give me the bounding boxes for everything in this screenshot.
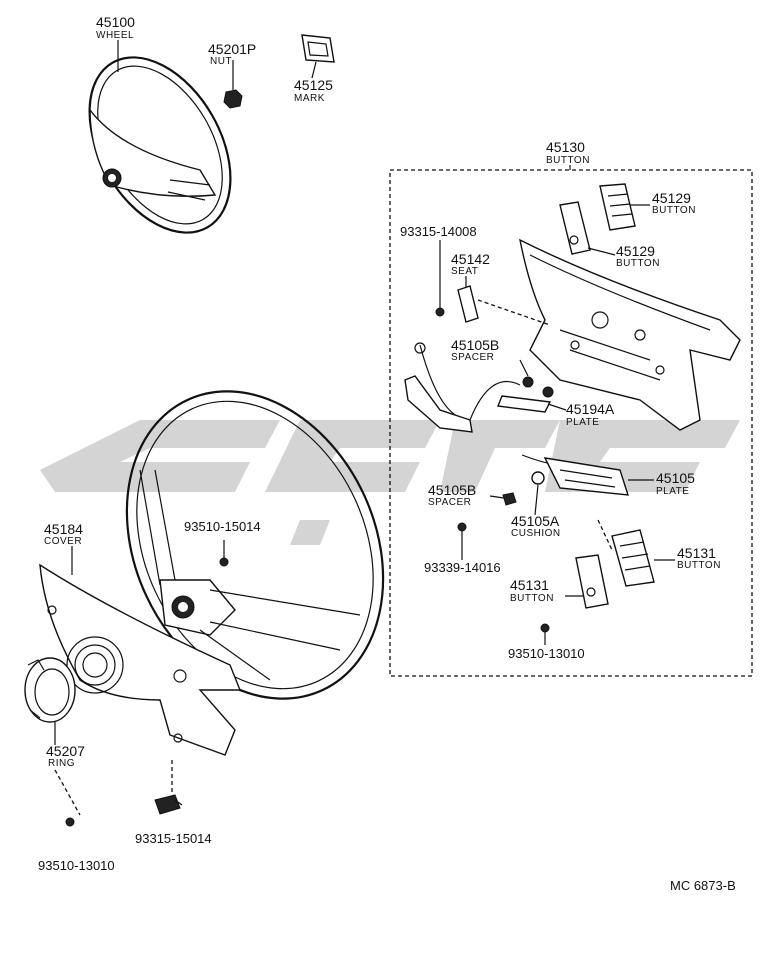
ring-name: RING xyxy=(48,758,75,769)
button-45129-parts xyxy=(559,183,636,256)
spacer-top-name: SPACER xyxy=(451,352,494,363)
cover-part xyxy=(39,563,242,756)
steering-wheel-part xyxy=(125,390,385,700)
cushion-name: CUSHION xyxy=(511,528,561,539)
mark-name: MARK xyxy=(294,93,325,104)
button-45131-a-name: BUTTON xyxy=(677,560,721,571)
screw-93315-15014-label: 93315-15014 xyxy=(135,831,212,846)
button-45129-b-number: 45129 xyxy=(616,243,655,259)
seat-name: SEAT xyxy=(451,266,478,277)
plate-a-number: 45194A xyxy=(566,401,615,417)
spacer-top-number: 45105B xyxy=(451,337,499,353)
nut-part xyxy=(223,60,243,109)
button-45129-a-number: 45129 xyxy=(652,190,691,206)
screw-93510-15014-label: 93510-15014 xyxy=(184,519,261,534)
cushion-number: 45105A xyxy=(511,513,560,529)
wire-harness-part xyxy=(404,342,554,433)
plate-a-name: PLATE xyxy=(566,417,599,428)
ring-number: 45207 xyxy=(46,743,85,759)
spacer-bottom-name: SPACER xyxy=(428,497,471,508)
screw-93510-13010-left-label: 93510-13010 xyxy=(38,858,115,873)
cover-name: COVER xyxy=(44,536,82,547)
nut-number: 45201P xyxy=(208,41,256,57)
mark-part xyxy=(301,34,335,63)
button-45131-a-number: 45131 xyxy=(677,545,716,561)
screw-93339-14016-label: 93339-14016 xyxy=(424,560,501,575)
button-45129-a-name: BUTTON xyxy=(652,205,696,216)
leader-lines xyxy=(71,40,675,597)
button-45129-b-name: BUTTON xyxy=(616,258,660,269)
plate-name: PLATE xyxy=(656,486,689,497)
button-assembly-box xyxy=(389,165,753,677)
lower-screws xyxy=(54,540,229,827)
button-45131-parts xyxy=(540,519,655,645)
cushion-spacer-parts xyxy=(457,471,545,560)
ring-part xyxy=(24,657,76,745)
wheel-upper-name: WHEEL xyxy=(96,30,134,41)
button-45131-b-number: 45131 xyxy=(510,577,549,593)
horn-pad-part xyxy=(519,238,741,431)
plate-part xyxy=(521,454,629,496)
button-45131-b-name: BUTTON xyxy=(510,593,554,604)
seat-number: 45142 xyxy=(451,251,490,267)
diagram-code: MC 6873-B xyxy=(670,878,736,893)
mark-number: 45125 xyxy=(294,77,333,93)
button-assy-name: BUTTON xyxy=(546,155,590,166)
spacer-bottom-number: 45105B xyxy=(428,482,476,498)
wheel-upper-number: 45100 xyxy=(96,14,135,30)
screw-93315-14008-label: 93315-14008 xyxy=(400,224,477,239)
nut-name: NUT xyxy=(210,56,232,67)
wheel-upper-part xyxy=(88,56,232,234)
button-assy-number: 45130 xyxy=(546,139,585,155)
screw-93510-13010-right-label: 93510-13010 xyxy=(508,646,585,661)
labels: 45100 WHEEL 45201P NUT 45125 MARK 45130 … xyxy=(38,14,736,893)
cover-number: 45184 xyxy=(44,521,83,537)
plate-number: 45105 xyxy=(656,470,695,486)
